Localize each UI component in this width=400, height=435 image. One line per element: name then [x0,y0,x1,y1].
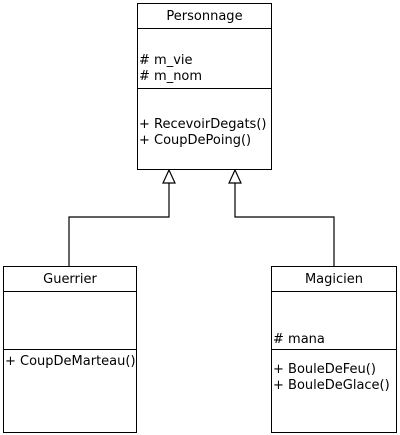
inheritance-arrow-magicien [228,168,242,184]
inheritance-arrow-guerrier [162,168,176,184]
class-name-magicien: Magicien [272,267,396,292]
operations-personnage: + RecevoirDegats() + CoupDePoing() [138,88,271,169]
class-guerrier: Guerrier + CoupDeMarteau() [3,266,137,433]
attribute-m-nom: # m_nom [139,69,203,84]
operation-recevoir-degats: + RecevoirDegats() [139,117,267,132]
attributes-magicien: # mana [272,292,396,350]
class-name-personnage: Personnage [138,4,271,29]
class-personnage: Personnage # m_vie # m_nom + RecevoirDeg… [137,3,272,170]
operation-coup-de-poing: + CoupDePoing() [139,133,252,148]
attribute-m-vie: # m_vie [139,53,193,68]
class-name-guerrier: Guerrier [4,267,136,292]
attribute-mana: # mana [273,332,325,347]
operation-boule-de-glace: + BouleDeGlace() [273,378,390,393]
class-magicien: Magicien # mana + BouleDeFeu() + BouleDe… [271,266,397,433]
operation-coup-de-marteau: + CoupDeMarteau() [5,354,136,369]
operations-guerrier: + CoupDeMarteau() [4,349,136,432]
attributes-personnage: # m_vie # m_nom [138,29,271,89]
inheritance-line-guerrier [68,183,170,266]
inheritance-line-magicien [234,183,335,266]
attributes-guerrier [4,292,136,352]
operations-magicien: + BouleDeFeu() + BouleDeGlace() [272,349,396,432]
operation-boule-de-feu: + BouleDeFeu() [273,362,376,377]
